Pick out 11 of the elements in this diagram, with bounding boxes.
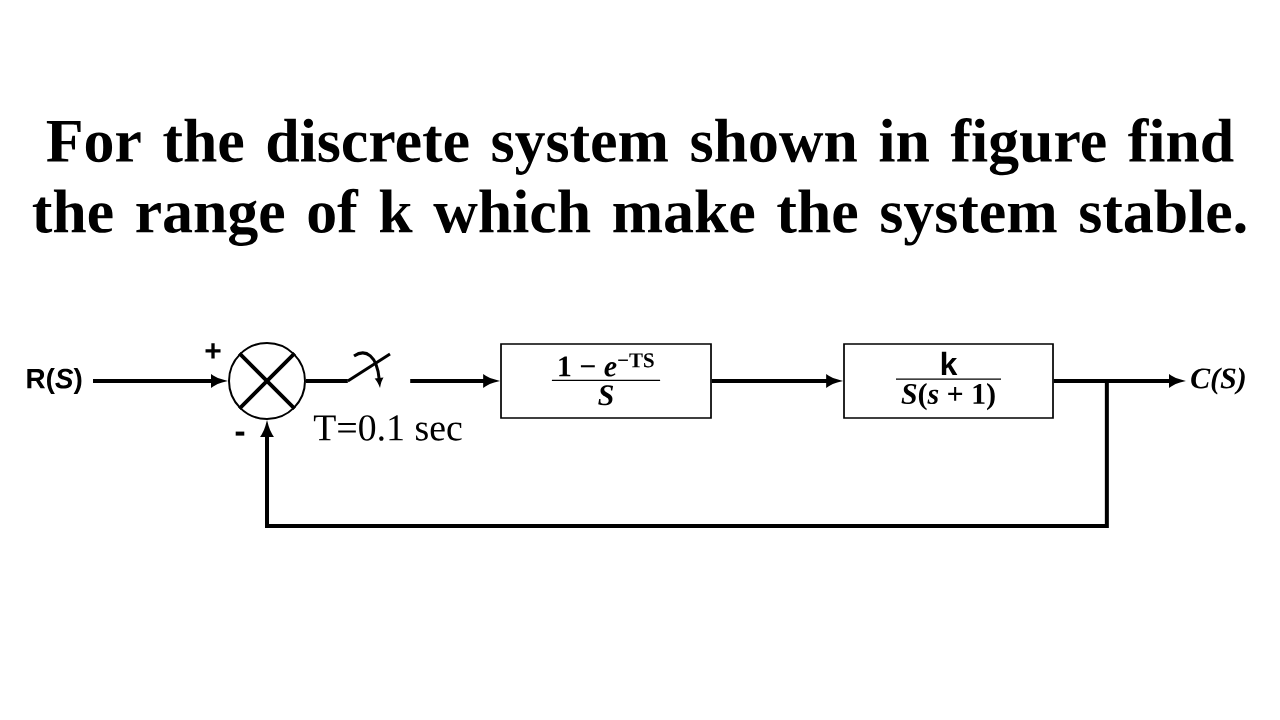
arrow xyxy=(261,379,1109,528)
sampling-period-label: T=0.1 sec xyxy=(313,415,462,441)
input-label: R(S) xyxy=(27,368,82,394)
sign-label: - xyxy=(235,431,245,436)
sign-label: + xyxy=(205,343,221,359)
title: For the discrete system shown in figure find the range of k which make the system stable. xyxy=(32,118,1246,246)
transfer-function-block: 1 − e$^{−TS}$ S xyxy=(500,343,712,419)
output-label: C(S) xyxy=(1191,367,1245,395)
transfer-function-block: k S(s + 1) xyxy=(843,343,1054,419)
sampler-switch xyxy=(347,351,391,386)
summing-junction xyxy=(228,342,306,420)
